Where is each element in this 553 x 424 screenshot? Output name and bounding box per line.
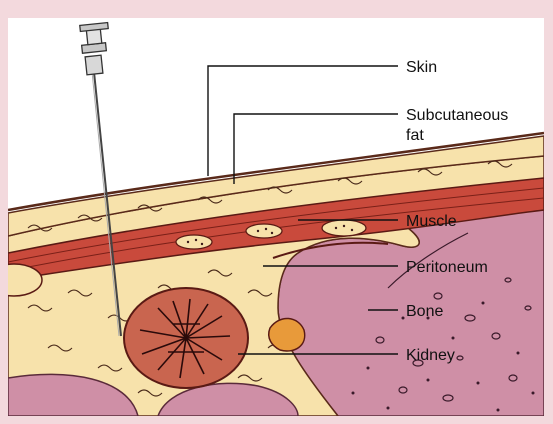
kidney-biopsy-diagram: Skin Subcutaneous fat Muscle Peritoneum … [8,18,544,416]
diagram-panel: Skin Subcutaneous fat Muscle Peritoneum … [8,18,544,416]
label-subcutaneous-line1: Subcutaneous [406,107,508,124]
label-peritoneum: Peritoneum [406,259,488,276]
label-subcutaneous-line2: fat [406,127,424,144]
label-bone: Bone [406,303,443,320]
renal-pelvis [269,318,305,351]
label-skin: Skin [406,59,437,76]
label-kidney: Kidney [406,347,455,364]
label-muscle: Muscle [406,213,457,230]
